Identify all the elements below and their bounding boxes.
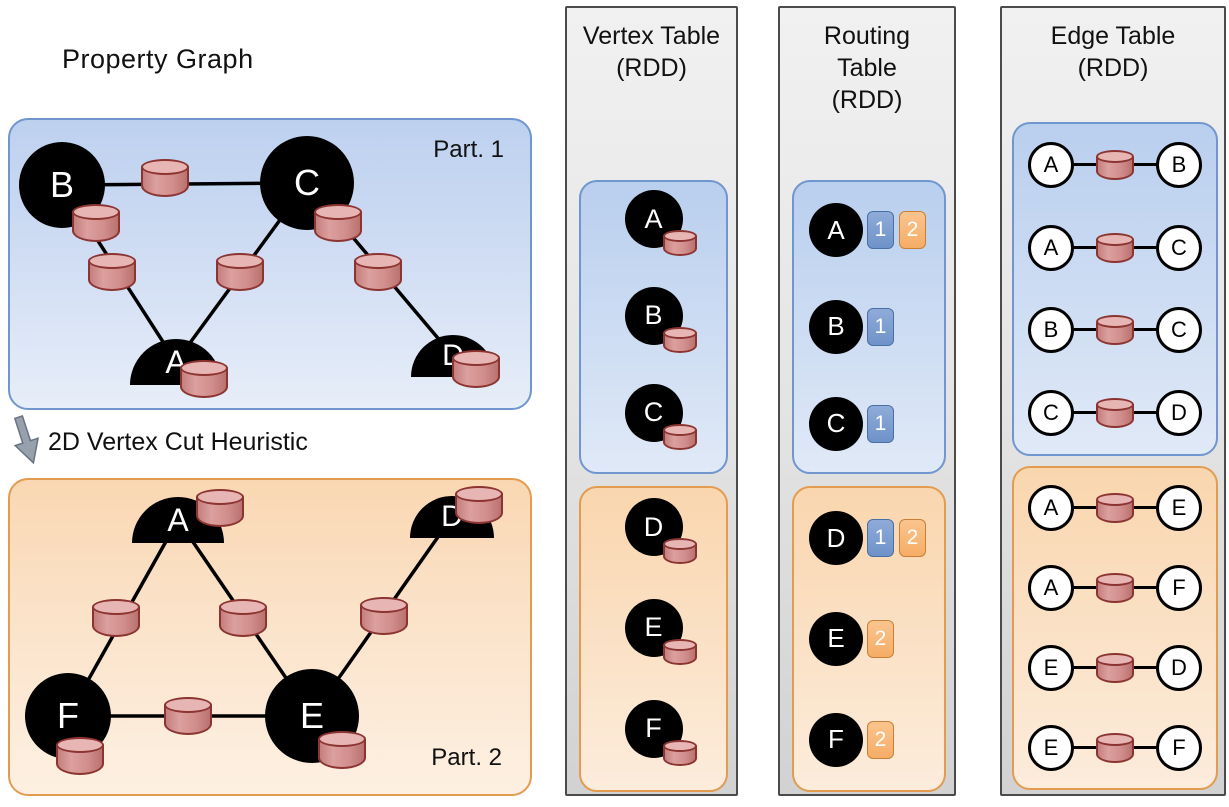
vertex-table-entry: A	[619, 188, 697, 272]
routing-table-partition-2-group: D 1 2 E 2 F 2	[792, 486, 946, 792]
edge-table-partition-2-group: A E A F E D E F	[1012, 466, 1218, 790]
routing-table-entry: A 1 2	[809, 201, 929, 259]
edge-property-cylinder-icon	[219, 599, 267, 637]
edge-property-cylinder-icon	[88, 253, 136, 291]
edge-table-title: Edge Table (RDD)	[1050, 22, 1176, 82]
edge-property-cylinder-icon	[1096, 150, 1134, 181]
edge-row: A F	[1028, 563, 1202, 613]
edge-src-vertex: B	[1028, 307, 1074, 354]
edge-property-cylinder-icon	[216, 253, 264, 291]
edge-dst-vertex: E	[1156, 485, 1202, 531]
edge-row: E D	[1028, 643, 1202, 693]
edge-row: A E	[1028, 483, 1202, 533]
vertex-table-title: Vertex Table (RDD)	[582, 22, 721, 82]
edge-row: B C	[1028, 305, 1202, 355]
edge-property-cylinder-icon	[141, 159, 189, 197]
vertex-property-cylinder-icon	[662, 230, 697, 257]
edge-table-panel: Edge Table (RDD) A B A C B C C D	[1000, 6, 1226, 796]
vertex-table-panel: Vertex Table (RDD) A B C D E	[565, 6, 738, 796]
edge-property-cylinder-icon	[1096, 733, 1134, 763]
vertex-property-cylinder-icon	[662, 423, 697, 450]
vertex-E: E	[809, 611, 863, 666]
vertex-property-cylinder-icon	[314, 204, 362, 242]
vertex-B: B	[809, 299, 863, 354]
vertex-property-cylinder-icon	[196, 489, 244, 527]
vertex-A: A	[809, 203, 863, 258]
partition-2-badge: 2	[899, 211, 926, 250]
edge-property-cylinder-icon	[1096, 315, 1134, 346]
partition-2-badge: 2	[899, 519, 926, 558]
vertex-E: E	[624, 598, 683, 657]
vertex-table-entry: E	[619, 597, 697, 681]
edge-dst-vertex: C	[1156, 307, 1202, 354]
routing-table-entry: C 1	[809, 395, 929, 453]
partition-2-badge: 2	[867, 619, 894, 658]
edge-row: C D	[1028, 388, 1202, 438]
edge-row: A B	[1028, 140, 1202, 190]
vertex-table-partition-2-group: D E F	[579, 486, 728, 792]
partition-1-badge: 1	[867, 211, 894, 250]
vertex-property-cylinder-icon	[662, 326, 697, 353]
edge-dst-vertex: D	[1156, 645, 1202, 691]
vertex-F: F	[809, 712, 863, 767]
edge-property-cylinder-icon	[1096, 493, 1134, 523]
edge-property-cylinder-icon	[92, 599, 140, 637]
vertex-property-cylinder-icon	[180, 360, 228, 398]
edge-row: E F	[1028, 723, 1202, 773]
partition-1-label: Part. 1	[433, 136, 504, 163]
vertex-table-entry: B	[619, 285, 697, 369]
edge-src-vertex: A	[1028, 485, 1074, 531]
vertex-property-cylinder-icon	[72, 204, 120, 242]
edge-src-vertex: A	[1028, 565, 1074, 611]
edge-dst-vertex: F	[1156, 565, 1202, 611]
routing-table-partition-1-group: A 1 2 B 1 C 1	[792, 180, 946, 474]
vertex-cut-heuristic-label: 2D Vertex Cut Heuristic	[48, 428, 308, 456]
edge-property-cylinder-icon	[1096, 653, 1134, 683]
edge-src-vertex: C	[1028, 389, 1074, 436]
vertex-property-cylinder-icon	[662, 638, 697, 665]
vertex-property-cylinder-icon	[662, 538, 697, 565]
partition-1-badge: 1	[867, 519, 894, 558]
edge-dst-vertex: F	[1156, 725, 1202, 771]
routing-table-entry: F 2	[809, 711, 929, 769]
edge-src-vertex: E	[1028, 645, 1074, 691]
vertex-D: D	[809, 511, 863, 566]
edge-dst-vertex: D	[1156, 389, 1202, 436]
edge-row: A C	[1028, 223, 1202, 273]
edge-property-cylinder-icon	[354, 253, 402, 291]
edge-property-cylinder-icon	[1096, 573, 1134, 603]
vertex-property-cylinder-icon	[662, 739, 697, 766]
vertex-table-partition-1-group: A B C	[579, 180, 728, 474]
vertex-table-entry: D	[619, 496, 697, 580]
routing-table-entry: D 1 2	[809, 509, 929, 567]
routing-table-entry: B 1	[809, 298, 929, 356]
vertex-property-cylinder-icon	[455, 486, 503, 524]
routing-table-entry: E 2	[809, 610, 929, 668]
routing-table-panel: Routing Table (RDD) A 1 2 B 1 C 1 D 1 2	[778, 6, 956, 796]
vertex-C: C	[809, 396, 863, 451]
edge-src-vertex: E	[1028, 725, 1074, 771]
vertex-property-cylinder-icon	[56, 737, 104, 775]
vertex-property-cylinder-icon	[318, 731, 366, 769]
edge-src-vertex: A	[1028, 224, 1074, 271]
partition-2-badge: 2	[867, 720, 894, 759]
edge-property-cylinder-icon	[1096, 397, 1134, 428]
partition-1-badge: 1	[867, 404, 894, 443]
vertex-table-entry: F	[619, 698, 697, 782]
edge-property-cylinder-icon	[1096, 232, 1134, 263]
edge-src-vertex: A	[1028, 142, 1074, 189]
vertex-table-entry: C	[619, 382, 697, 466]
edge-property-cylinder-icon	[164, 697, 212, 735]
partition-1-badge: 1	[867, 307, 894, 346]
partition-2-label: Part. 2	[431, 744, 502, 771]
vertex-cut-arrow-icon	[10, 414, 42, 466]
vertex-property-cylinder-icon	[452, 350, 500, 388]
edge-dst-vertex: B	[1156, 142, 1202, 189]
edge-dst-vertex: C	[1156, 224, 1202, 271]
property-graph-title: Property Graph	[62, 44, 254, 74]
edge-table-partition-1-group: A B A C B C C D	[1012, 122, 1218, 456]
edge-property-cylinder-icon	[360, 597, 408, 635]
routing-table-title: Routing Table (RDD)	[823, 22, 911, 114]
